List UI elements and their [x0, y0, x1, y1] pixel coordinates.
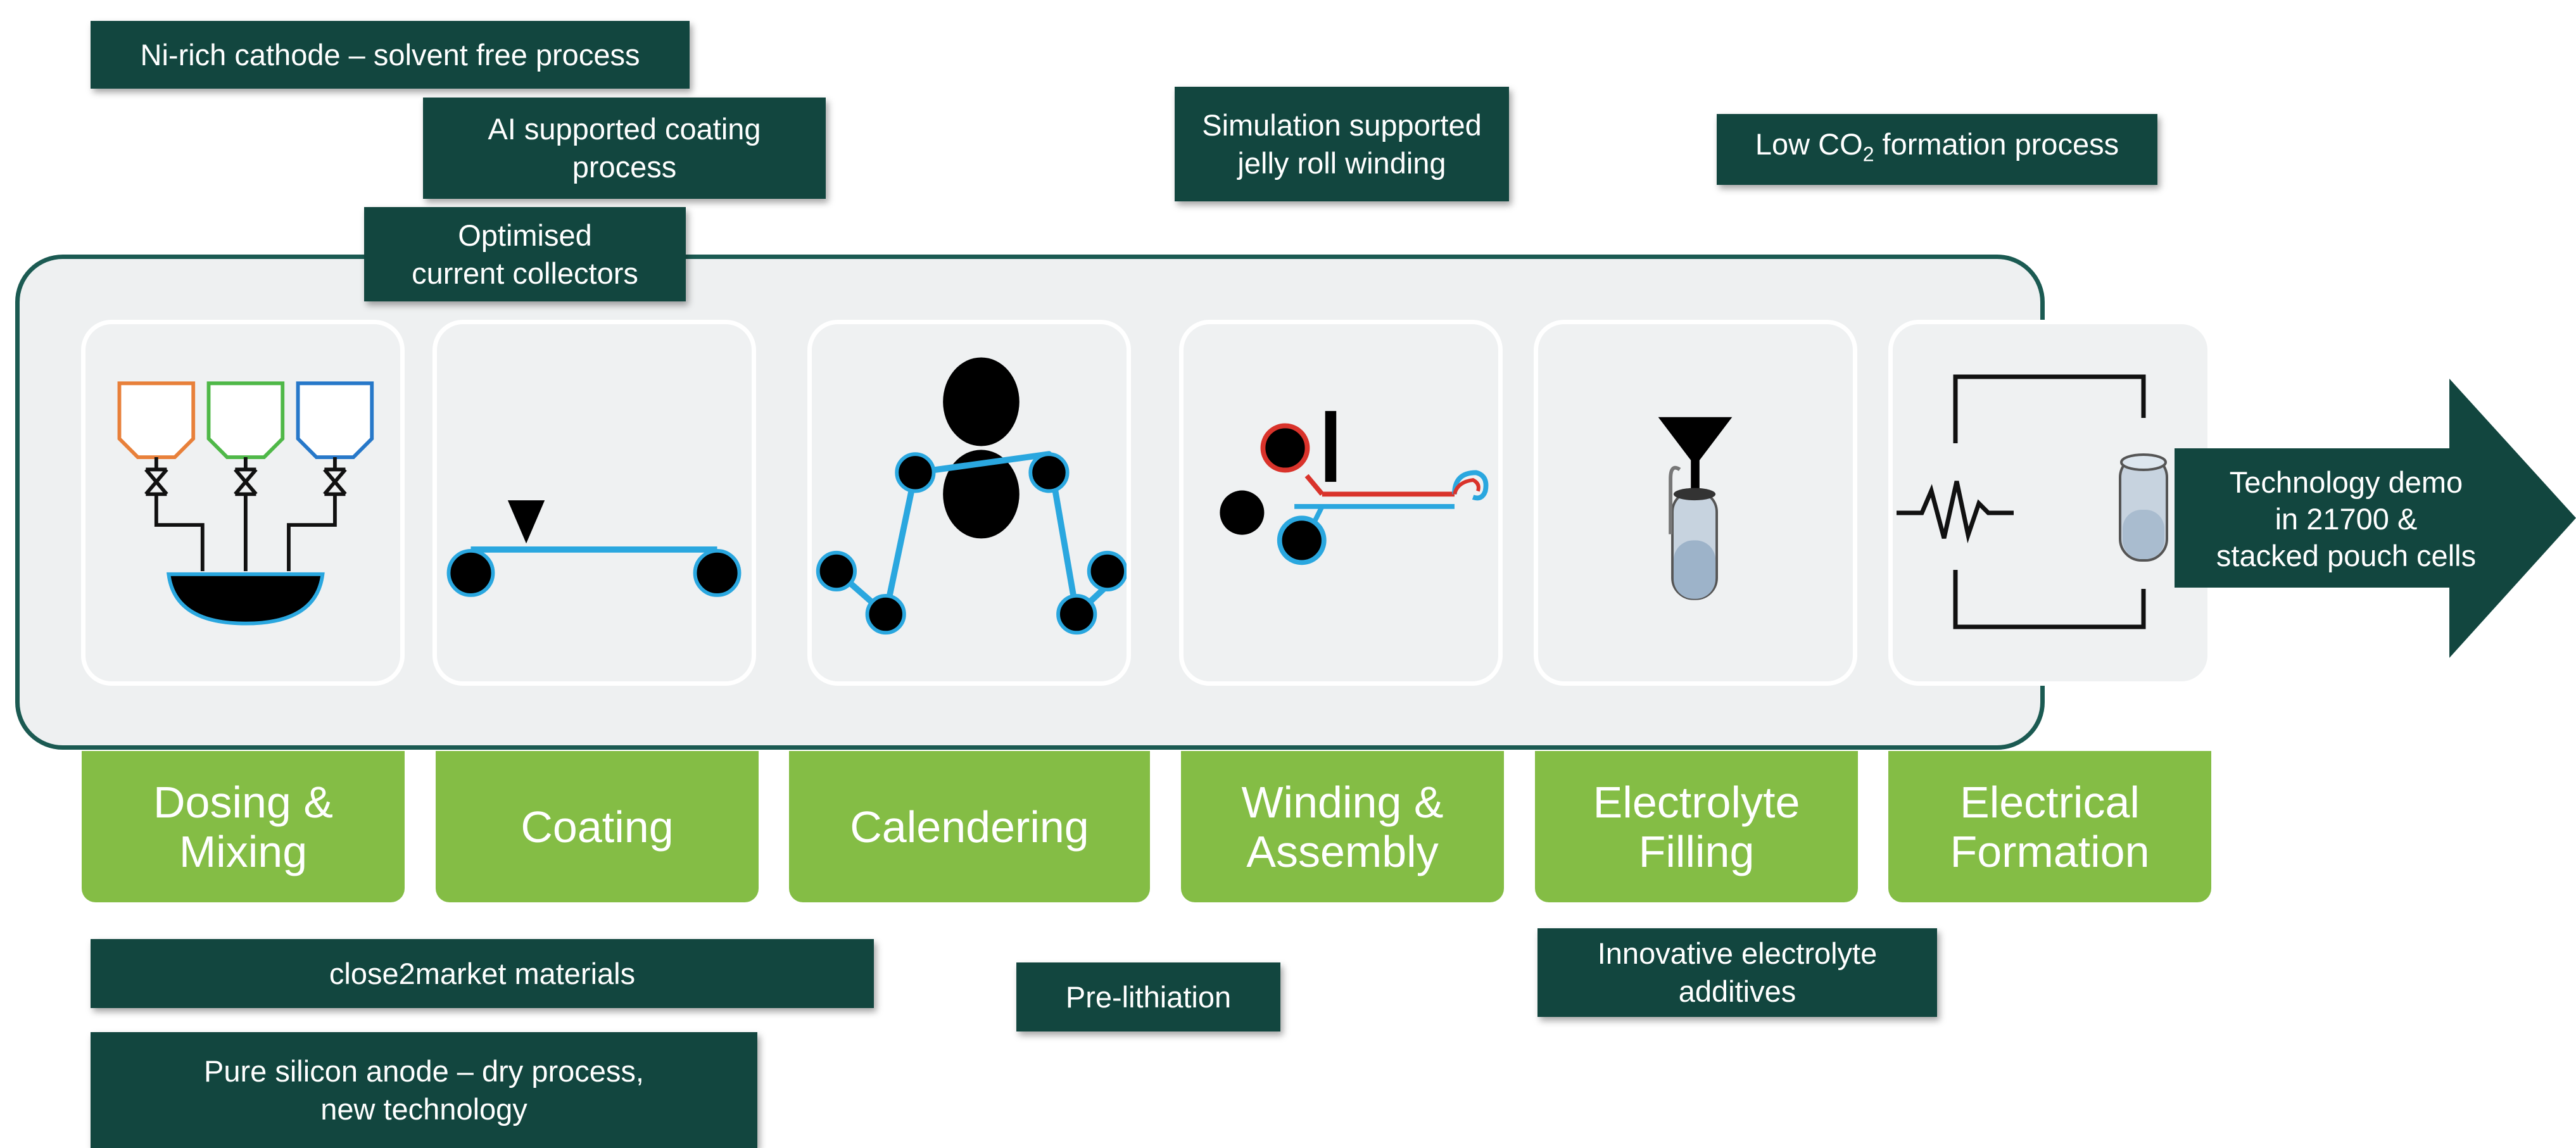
- tag-current-collectors: Optimised current collectors: [364, 207, 686, 301]
- tag-close2market-materials: close2market materials: [91, 939, 874, 1008]
- dosing-mixing-icon: [117, 381, 374, 626]
- step-label-calendering: Calendering: [789, 751, 1150, 902]
- card-dosing-mixing: [81, 320, 405, 686]
- electrolyte-filling-icon: [1658, 417, 1733, 600]
- technology-demo-arrow: [2175, 379, 2576, 658]
- calendering-icon: [816, 357, 1127, 635]
- tag-electrolyte-additives: Innovative electrolyte additives: [1537, 928, 1937, 1017]
- tag-ai-coating: AI supported coating process: [423, 98, 826, 199]
- step-label-coating: Coating: [436, 751, 759, 902]
- winding-icon: [1220, 411, 1489, 565]
- step-label-electrical-formation: Electrical Formation: [1888, 751, 2211, 902]
- tag-pre-lithiation: Pre-lithiation: [1016, 962, 1280, 1031]
- tag-ni-rich-cathode: Ni-rich cathode – solvent free process: [91, 21, 690, 89]
- card-coating: [432, 320, 756, 686]
- step-label-dosing-mixing: Dosing & Mixing: [82, 751, 405, 902]
- tag-jelly-roll-winding: Simulation supported jelly roll winding: [1175, 87, 1509, 201]
- card-electrolyte-filling: [1534, 320, 1857, 686]
- card-calendering: [807, 320, 1131, 686]
- technology-demo-text: Technology demo in 21700 & stacked pouch…: [2216, 465, 2477, 572]
- card-winding-assembly: [1179, 320, 1503, 686]
- step-label-electrolyte-filling: Electrolyte Filling: [1535, 751, 1858, 902]
- tag-low-co2-formation: Low CO2 formation process: [1717, 114, 2157, 185]
- low-co2-text: Low CO2 formation process: [1755, 127, 2119, 166]
- coating-icon: [446, 500, 742, 597]
- step-label-winding-assembly: Winding & Assembly: [1181, 751, 1504, 902]
- electrical-formation-icon: [1897, 374, 2168, 629]
- tag-silicon-anode: Pure silicon anode – dry process, new te…: [91, 1032, 757, 1148]
